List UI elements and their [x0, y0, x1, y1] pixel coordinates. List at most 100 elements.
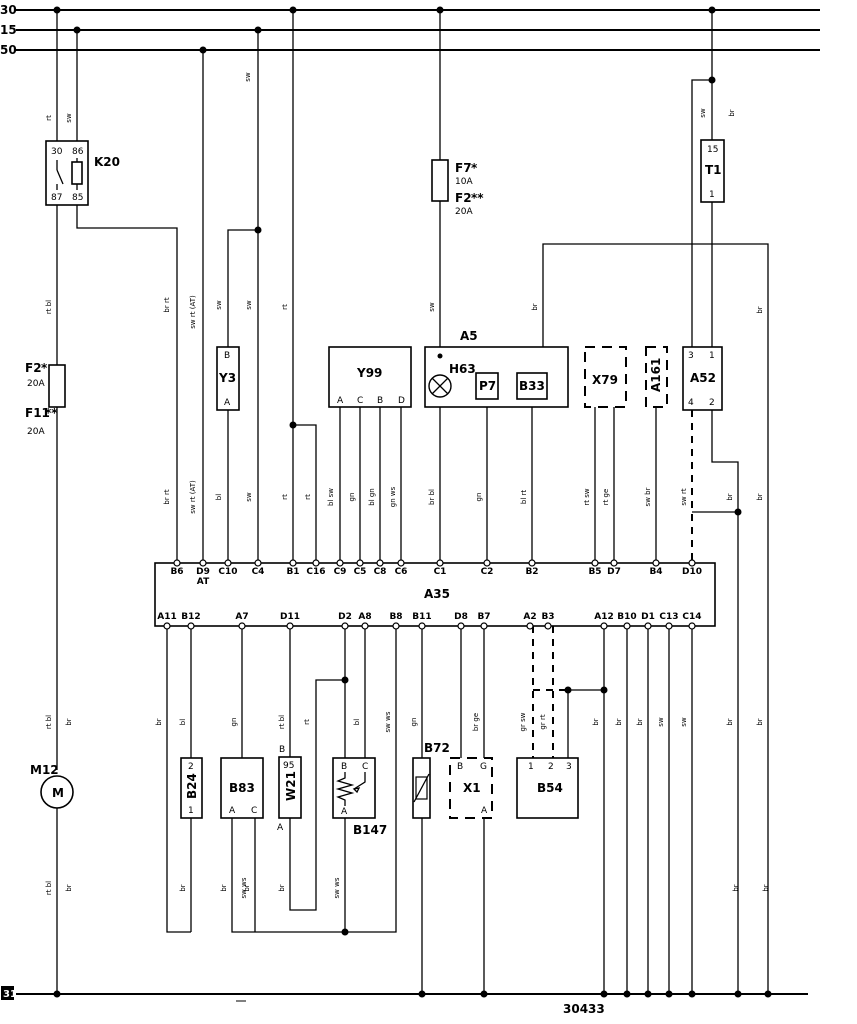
rail-50-label: 50	[0, 43, 17, 57]
b54-pin-2: 2	[548, 762, 554, 772]
b33-label: B33	[519, 379, 545, 393]
wire-color-label: sw ws	[333, 877, 341, 898]
wire-color-label: br	[732, 884, 740, 891]
a35-bottom-pin-dot	[163, 622, 171, 630]
b72-label: B72	[424, 741, 450, 755]
x1-pin-a: A	[481, 806, 488, 816]
relay-switch-icon	[56, 169, 64, 185]
a35-top-pin-dot	[336, 559, 344, 567]
component-y3: B Y3 A	[216, 346, 240, 411]
wire-color-label: rt	[304, 494, 312, 500]
a35-bottom-pin-dot	[457, 622, 465, 630]
a35-bottom-pin-label: D11	[280, 612, 300, 622]
b147-label: B147	[353, 823, 387, 837]
component-t1: 15 T1 1	[700, 139, 725, 203]
a35-top-pin-label: C8	[374, 567, 387, 577]
component-b72: B72	[412, 741, 450, 819]
w21-pin-95: 95	[283, 761, 294, 771]
k20-pin-30: 30	[51, 147, 63, 157]
a52-pin-4: 4	[688, 398, 694, 408]
a35-bottom-pin-dot	[600, 622, 608, 630]
a35-bottom-pin-dot	[480, 622, 488, 630]
wire-color-label: gn ws	[389, 486, 397, 507]
b24-pin-1: 1	[188, 806, 194, 816]
k20-pin-87: 87	[51, 193, 62, 203]
fuse-f2-left: F2 * 20A F11 ** 20A	[25, 361, 66, 437]
a35-top-pin-label: C9	[334, 567, 347, 577]
f7-rating: 10A	[455, 177, 473, 187]
h63-label: H63	[449, 362, 476, 376]
component-a5: A5 H63 P7 B33	[424, 329, 569, 408]
wire-color-label: bl	[353, 719, 361, 725]
a35-top-pin-label: C5	[354, 567, 367, 577]
k20-pin-85: 85	[72, 193, 83, 203]
wire-color-label: sw	[215, 300, 223, 310]
wire-color-label: gr sw	[519, 712, 527, 731]
component-b83: B83 A C	[220, 757, 264, 819]
b83-label: B83	[229, 781, 255, 795]
wire-color-label: rt bl	[278, 715, 286, 729]
a35-top-pin-dot	[312, 559, 320, 567]
wire-color-label: bl rt	[520, 490, 528, 504]
a35-top-pin-dot	[199, 559, 207, 567]
potentiometer-icon	[335, 772, 366, 806]
wire-color-label: br rt	[163, 489, 171, 504]
wire-color-label: gn	[410, 718, 418, 727]
a161-label: A161	[649, 358, 663, 392]
a35-top-pin-dot	[376, 559, 384, 567]
wire-color-label: br	[592, 718, 600, 725]
b54-pin-3: 3	[566, 762, 572, 772]
a35-top-pin-label: B6	[170, 567, 183, 577]
wire-color-label: rt ge	[602, 489, 610, 506]
sensor-icon	[413, 773, 430, 803]
wire-color-label: rt bl	[45, 881, 53, 895]
a35-top-pin-dot	[397, 559, 405, 567]
a35-top-pin-label: B4	[649, 567, 662, 577]
fuse-f7: F7 * 10A F2 ** 20A	[431, 159, 484, 217]
a35-bottom-pin-label: B3	[541, 612, 554, 622]
k20-label: K20	[94, 155, 120, 169]
b83-pin-c: C	[251, 806, 257, 816]
wire-color-label: sw rt (AT)	[189, 295, 197, 329]
x79-label: X79	[592, 373, 618, 387]
a35-top-pin-label: D10	[682, 567, 702, 577]
wire-color-label: gn	[230, 718, 238, 727]
wire-color-label: br	[726, 718, 734, 725]
y99-pin-b: B	[377, 396, 383, 406]
wire-color-label: br	[220, 884, 228, 891]
x1-pin-g: G	[480, 762, 487, 772]
f2-left-rating: 20A	[27, 379, 45, 389]
a35-top-pin-note: AT	[197, 577, 210, 587]
a35-bottom-pin-label: D2	[338, 612, 352, 622]
w21-pin-b: B	[279, 745, 285, 755]
wire-color-label: sw	[65, 113, 73, 123]
wire-color-label: br	[278, 884, 286, 891]
wire-color-label: gn	[475, 493, 483, 502]
wire-color-label: sw	[428, 302, 436, 312]
a35-bottom-pin-dot	[392, 622, 400, 630]
a35-bottom-pin-dot	[665, 622, 673, 630]
rail-30-label: 30	[0, 3, 17, 17]
t1-pin-15: 15	[707, 145, 718, 155]
a35-bottom-pin-label: B11	[412, 612, 431, 622]
wire-color-label: sw rt (AT)	[189, 480, 197, 514]
f11-label: F11	[25, 406, 50, 420]
a35-bottom-pin-dot	[341, 622, 349, 630]
a35-top-pin-label: C2	[481, 567, 494, 577]
wire-color-label: br	[65, 884, 73, 891]
power-rails: 30 15 50 3 1	[0, 3, 820, 1000]
y99-pin-d: D	[398, 396, 405, 406]
a35-top-pin-label: C10	[218, 567, 237, 577]
wire-color-label: br	[531, 303, 539, 310]
a52-pin-2: 2	[709, 398, 715, 408]
wire-color-label: sw br	[644, 487, 652, 506]
f2-left-mark: *	[41, 361, 48, 375]
a52-pin-1: 1	[709, 351, 715, 361]
f2-top-label: F2	[455, 191, 472, 205]
component-m12: M M12	[30, 763, 74, 809]
wire-color-label: sw	[244, 72, 252, 82]
component-w21: B 95 W21 A	[277, 745, 302, 833]
f11-rating: 20A	[27, 427, 45, 437]
wire-color-label: sw	[680, 717, 688, 727]
